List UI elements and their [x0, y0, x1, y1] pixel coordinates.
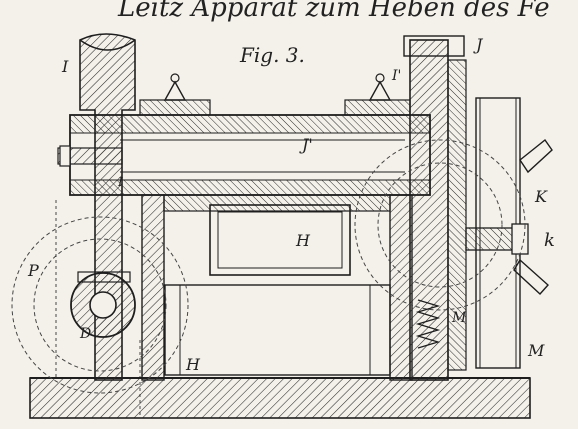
label-M-upper: M	[451, 310, 467, 326]
label-M-lower: M	[527, 341, 545, 360]
right-plate	[409, 39, 449, 381]
label-J-prime: J'	[299, 135, 313, 154]
top-bearing	[403, 35, 465, 57]
label-P: P	[27, 261, 39, 280]
right-gear-outline	[354, 139, 526, 311]
label-I-mid: I	[117, 175, 123, 189]
worm-screw	[465, 223, 529, 255]
frame-cross-beam	[163, 194, 391, 212]
label-I-top: I	[61, 57, 69, 76]
label-J: J	[473, 35, 484, 54]
spring	[415, 299, 441, 349]
label-I-prime: I'	[391, 68, 401, 84]
header-text: Leitz Apparat zum Heben des Fe	[117, 0, 550, 23]
label-H-bottom: H	[185, 355, 201, 374]
base-plate	[29, 377, 531, 419]
frame-window	[209, 204, 351, 276]
label-D: D	[79, 326, 91, 342]
frame-right-leg	[389, 194, 413, 381]
crank-handle	[519, 138, 553, 174]
oil-cup-left	[139, 73, 211, 116]
frame-left-leg	[141, 194, 165, 381]
left-gear-outline	[11, 216, 189, 394]
shaft-bolt	[57, 147, 123, 165]
label-H-center: H	[295, 231, 311, 250]
crank-handle-lower	[513, 258, 549, 295]
label-K: K	[534, 187, 548, 206]
label-k: k	[544, 230, 555, 251]
figure-label: Fig. 3.	[239, 43, 305, 67]
lower-drum	[164, 284, 391, 376]
